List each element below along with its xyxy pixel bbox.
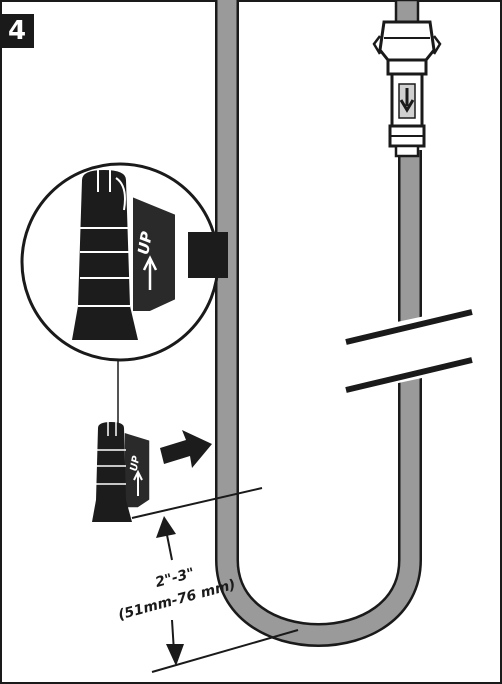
step-number-badge: 4 [0, 14, 34, 48]
magnified-callout: UP [20, 162, 228, 362]
clip-label-large: UP [134, 230, 156, 256]
clip-label-small: UP [129, 454, 143, 472]
hose [215, 0, 422, 647]
clip-weight-small [92, 422, 151, 522]
dimension-marker [131, 487, 299, 673]
dimension-imperial-label: 2"-3" [154, 565, 197, 591]
clip-weight-large [72, 170, 177, 340]
hose-break-mark [335, 309, 473, 394]
attach-direction-arrow-icon [160, 430, 212, 468]
quick-connect-fitting [372, 0, 442, 158]
